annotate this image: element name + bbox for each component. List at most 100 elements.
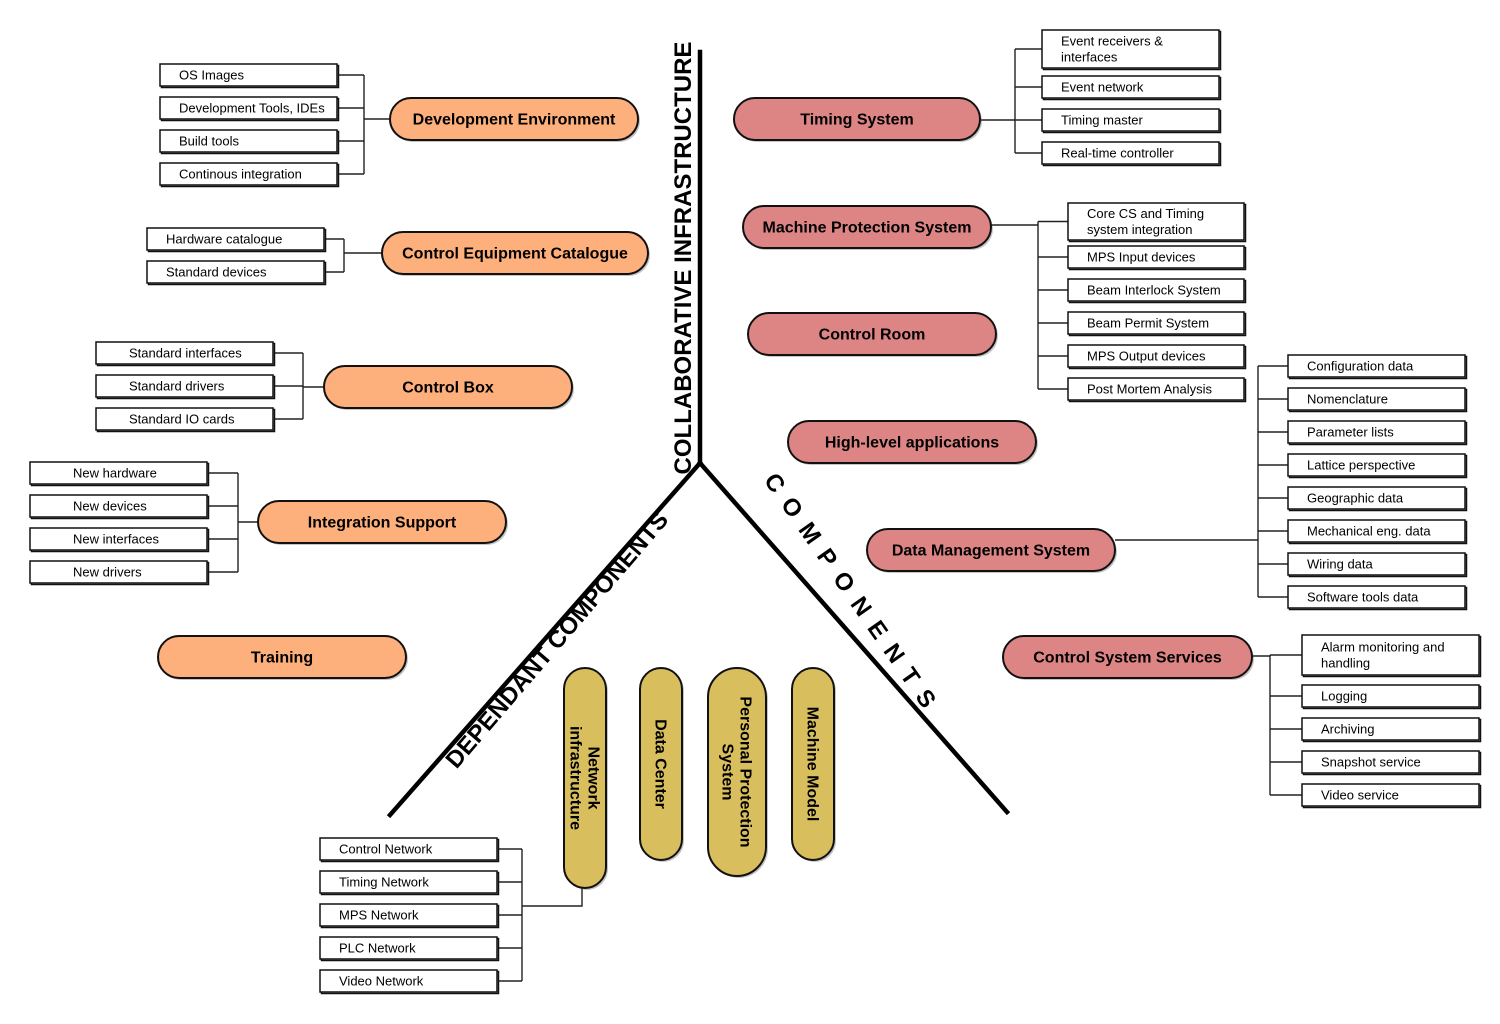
leaf-label-line: New hardware (73, 466, 157, 481)
group-title: Timing System (800, 112, 914, 129)
group-development-environment[interactable]: Development Environment (389, 97, 640, 142)
group-high-level-applications[interactable]: High-level applications (787, 420, 1038, 465)
leaf-label-line: Software tools data (1307, 590, 1419, 605)
leaf-label: Parameter lists (1307, 425, 1394, 440)
group-title: Machine Protection System (763, 220, 972, 237)
group-machine-protection-system[interactable]: Machine Protection System (742, 205, 993, 250)
leaf-box (159, 96, 338, 120)
leaf-box (1301, 750, 1480, 774)
leaf-label-line: Development Tools, IDEs (179, 101, 325, 116)
pill-shape (389, 97, 639, 141)
leaf-label: Event receivers &interfaces (1061, 34, 1163, 65)
leaf-label: Geographic data (1307, 491, 1404, 506)
leaf-software-tools-data: Software tools data (1287, 585, 1468, 611)
leaf-label-line: Geographic data (1307, 491, 1404, 506)
leaf-label-line: Standard devices (166, 265, 267, 280)
leaf-box (1287, 420, 1466, 444)
group-control-equipment-catalogue[interactable]: Control Equipment Catalogue (381, 231, 650, 276)
pill-shape (747, 312, 997, 356)
leaf-label: Configuration data (1307, 359, 1414, 374)
leaf-label: Software tools data (1307, 590, 1419, 605)
group-integration-support[interactable]: Integration Support (257, 500, 508, 545)
pill-shape (323, 365, 573, 409)
leaf-wiring-data: Wiring data (1287, 552, 1468, 578)
leaf-mps-input-devices: MPS Input devices (1067, 245, 1247, 271)
leaf-box (1067, 311, 1245, 335)
leaf-box (1067, 278, 1245, 302)
leaf-build-tools: Build tools (159, 129, 340, 155)
axis-label-collaborative: COLLABORATIVE INFRASTRUCTURE (670, 42, 697, 475)
group-network-infrastructure[interactable]: Networkinfrastructure (563, 667, 608, 890)
leaf-box (1067, 245, 1245, 269)
leaf-box (319, 936, 498, 960)
leaf-label-line: system integration (1087, 222, 1193, 237)
leaf-label: Standard IO cards (129, 412, 235, 427)
leaf-standard-devices: Standard devices (146, 260, 327, 286)
group-control-room[interactable]: Control Room (747, 312, 998, 357)
leaf-label: New interfaces (73, 532, 159, 547)
leaf-mps-output-devices: MPS Output devices (1067, 344, 1247, 370)
leaf-label-line: New devices (73, 499, 147, 514)
leaf-label-line: Standard drivers (129, 379, 225, 394)
leaf-box (159, 63, 338, 87)
leaf-label-line: OS Images (179, 68, 245, 83)
pill-shape (1002, 635, 1253, 679)
leaf-nomenclature: Nomenclature (1287, 387, 1468, 413)
group-title: Control System Services (1033, 650, 1222, 667)
group-training[interactable]: Training (157, 635, 408, 680)
leaf-video-network: Video Network (319, 969, 500, 995)
leaf-box (1301, 717, 1480, 741)
pill-shape (639, 667, 683, 861)
leaf-label: New hardware (73, 466, 157, 481)
leaf-box (319, 870, 498, 894)
group-title: Control Room (819, 327, 926, 344)
leaf-label-line: Archiving (1321, 722, 1374, 737)
pill-shape (787, 420, 1037, 464)
leaf-label-line: Event network (1061, 80, 1144, 95)
leaf-box (1287, 387, 1466, 411)
connectors (207, 48, 1302, 982)
leaf-label: Wiring data (1307, 557, 1374, 572)
leaf-label: Build tools (179, 134, 239, 149)
pill-shape (257, 500, 507, 544)
pill-shape (733, 97, 981, 141)
leaf-label-line: Build tools (179, 134, 239, 149)
pill-shape (707, 667, 767, 877)
leaf-label-line: Lattice perspective (1307, 458, 1415, 473)
leaf-label: Video service (1321, 788, 1399, 803)
group-data-management-system[interactable]: Data Management System (866, 528, 1117, 573)
leaf-box (29, 494, 208, 518)
group-timing-system[interactable]: Timing System (733, 97, 982, 142)
leaf-box (1067, 202, 1245, 241)
leaf-video-service: Video service (1301, 783, 1482, 809)
leaf-box (1287, 519, 1466, 543)
leaf-box (95, 374, 274, 398)
group-title: Data Center (652, 719, 669, 809)
leaf-label: Hardware catalogue (166, 232, 282, 247)
group-control-system-services[interactable]: Control System Services (1002, 635, 1254, 680)
group-title: Training (251, 650, 313, 667)
group-title-line: infrastructure (567, 726, 584, 830)
leaf-label-line: Standard interfaces (129, 346, 242, 361)
leaf-label: Real-time controller (1061, 146, 1174, 161)
leaf-box (95, 341, 274, 365)
leaf-box (146, 260, 325, 284)
leaf-new-interfaces: New interfaces (29, 527, 210, 553)
leaf-os-images: OS Images (159, 63, 340, 89)
group-title-line: Machine Model (804, 707, 821, 822)
leaf-label-line: Core CS and Timing (1087, 206, 1204, 221)
leaf-label-line: handling (1321, 656, 1370, 671)
leaf-lattice-perspective: Lattice perspective (1287, 453, 1468, 479)
group-control-box[interactable]: Control Box (323, 365, 574, 410)
group-personal-protection-system[interactable]: Personal ProtectionSystem (707, 667, 768, 878)
leaf-label-line: New interfaces (73, 532, 159, 547)
pill-shape (381, 231, 649, 275)
leaf-event-network: Event network (1041, 75, 1222, 101)
group-machine-model[interactable]: Machine Model (791, 667, 836, 862)
group-data-center[interactable]: Data Center (639, 667, 684, 862)
